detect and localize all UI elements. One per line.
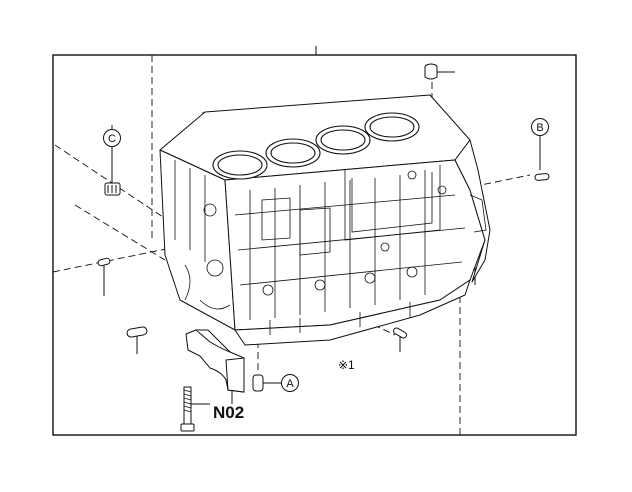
cylinder-bore-inner bbox=[217, 154, 263, 176]
callout-a-label: A bbox=[286, 378, 294, 390]
dowel-pin-icon bbox=[534, 173, 550, 181]
leader-line bbox=[74, 204, 166, 261]
callout-a-circle bbox=[281, 374, 299, 392]
block-details bbox=[174, 160, 487, 335]
plug-icon bbox=[104, 182, 121, 196]
dowel-pin-icon bbox=[424, 63, 438, 80]
note-mark: ※1 bbox=[338, 358, 355, 372]
callout-b[interactable]: B bbox=[531, 118, 549, 136]
bearing-cap-icon bbox=[185, 329, 245, 393]
callout-b-label: B bbox=[536, 122, 543, 134]
cylinder-bore-inner bbox=[320, 129, 366, 151]
cylinder-bores bbox=[212, 112, 420, 180]
dowel-pin-icon bbox=[393, 327, 407, 339]
dowel-pin-icon bbox=[97, 257, 111, 267]
cylinder-bore-inner bbox=[369, 116, 415, 138]
callout-b-circle bbox=[531, 118, 549, 136]
bolt-icon bbox=[180, 386, 195, 432]
diagram-frame bbox=[52, 54, 577, 436]
callout-a[interactable]: A bbox=[281, 374, 299, 392]
dowel-pin-icon bbox=[126, 326, 148, 338]
part-code-label[interactable]: N02 bbox=[213, 403, 244, 422]
callout-c-label: C bbox=[108, 133, 116, 145]
cylinder-bore-inner bbox=[270, 142, 316, 164]
callout-c[interactable]: C bbox=[103, 129, 121, 147]
dowel-pin-icon bbox=[252, 374, 264, 392]
callout-c-circle bbox=[103, 129, 121, 147]
